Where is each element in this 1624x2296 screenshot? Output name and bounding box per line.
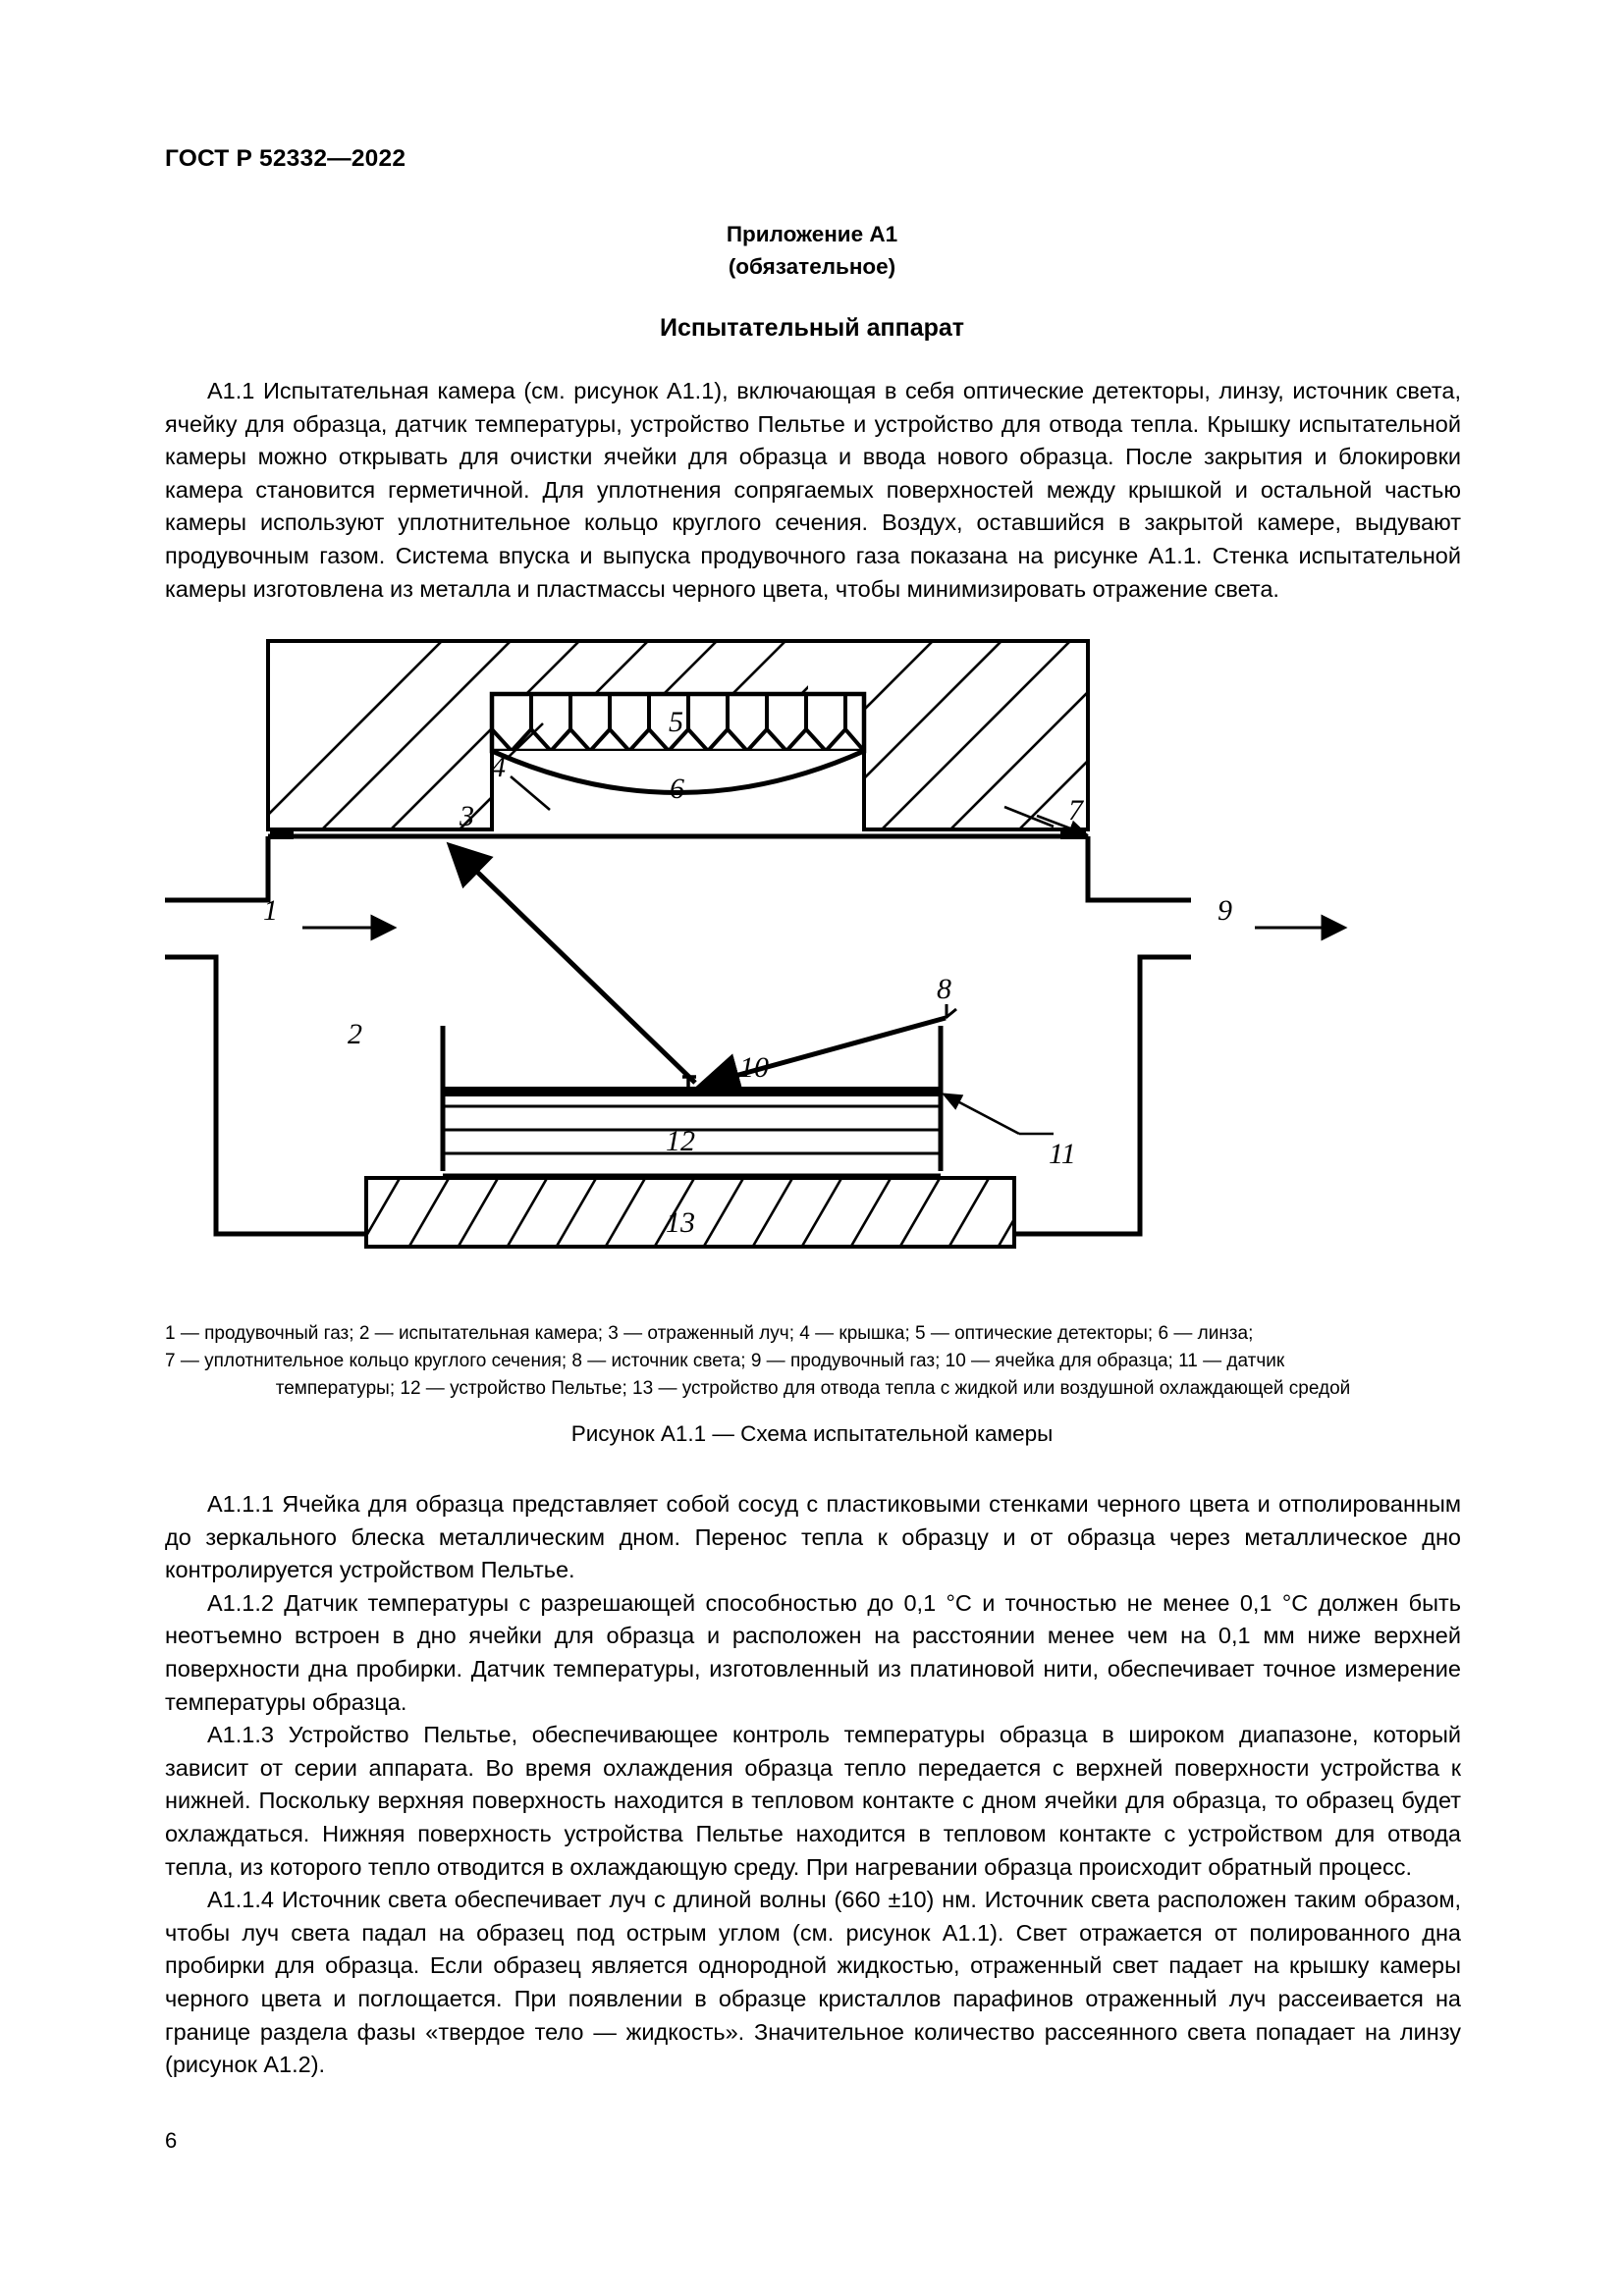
lens	[490, 748, 866, 795]
paragraph-a1-1-4: А1.1.4 Источник света обеспечивает луч с…	[165, 1884, 1461, 2082]
callout-7-arrow	[1036, 814, 1090, 836]
section-title: Испытательный аппарат	[659, 314, 965, 342]
callout-4-leader-b	[510, 775, 551, 811]
callout-label-5: 5	[669, 706, 683, 738]
callout-label-10: 10	[739, 1051, 769, 1084]
heat-sink-hatching	[366, 1178, 1014, 1247]
callout-8-leader	[945, 1004, 957, 1020]
body-text-top: А1.1 Испытательная камера (см. рисунок А…	[165, 375, 1461, 606]
page-number: 6	[165, 2128, 178, 2153]
peltier-device	[443, 1128, 941, 1177]
callout-11-leader	[941, 1093, 1020, 1136]
figure-legend-line-2: 7 — уплотнительное кольцо круглого сечен…	[165, 1351, 1285, 1371]
callout-4-leader	[508, 722, 544, 758]
paragraph-a1-1: А1.1 Испытательная камера (см. рисунок А…	[165, 375, 1461, 606]
paragraph-text: А1.1 Испытательная камера (см. рисунок А…	[165, 378, 1461, 602]
callout-label-6: 6	[670, 773, 684, 805]
figure-legend: 1 — продувочный газ; 2 — испытательная к…	[165, 1320, 1461, 1403]
annex-title-line1: Приложение А1	[726, 222, 898, 246]
callout-label-11: 11	[1049, 1138, 1076, 1170]
figure-legend-line-3: температуры; 12 — устройство Пельтье; 13…	[275, 1378, 1351, 1399]
reflected-light-beam	[446, 841, 697, 1085]
callout-label-1: 1	[263, 894, 278, 927]
callout-label-12: 12	[666, 1125, 695, 1157]
incident-light-beam	[695, 1015, 947, 1096]
callout-label-3: 3	[459, 800, 474, 832]
paragraph-text: А1.1.2 Датчик температуры с разрешающей …	[165, 1589, 1461, 1715]
annex-title-block: Приложение А1 (обязательное)	[0, 218, 1624, 283]
callout-label-13: 13	[666, 1206, 695, 1239]
paragraph-text: А1.1.3 Устройство Пельтье, обеспечивающе…	[165, 1722, 1461, 1880]
annex-title-line2: (обязательное)	[728, 254, 896, 279]
callout-label-7: 7	[1068, 794, 1085, 827]
figure-caption: Рисунок А1.1 — Схема испытательной камер…	[570, 1421, 1054, 1446]
figure-legend-line-1: 1 — продувочный газ; 2 — испытательная к…	[165, 1323, 1254, 1344]
test-chamber-schematic: 4 5 6 7 3 8 1 9 2 10 11 12 13	[165, 639, 1348, 1249]
beam-spot-marker	[682, 1075, 696, 1087]
chamber-wall-lower-right	[1014, 954, 1191, 1237]
paragraph-text: А1.1.4 Источник света обеспечивает луч с…	[165, 1887, 1461, 2078]
chamber-wall-upper-right	[1085, 836, 1191, 903]
sample-cell-polished-bottom	[443, 1087, 941, 1096]
chamber-wall-upper-left	[165, 836, 271, 903]
paragraph-a1-1-3: А1.1.3 Устройство Пельтье, обеспечивающе…	[165, 1719, 1461, 1884]
callout-label-8: 8	[937, 973, 951, 1005]
callout-7-leader	[1003, 805, 1055, 828]
running-header: ГОСТ Р 52332—2022	[165, 145, 406, 172]
paragraph-text: А1.1.1 Ячейка для образца представляет с…	[165, 1491, 1461, 1583]
callout-label-9: 9	[1218, 894, 1232, 927]
detector-cells	[490, 694, 866, 754]
body-text-bottom: А1.1.1 Ячейка для образца представляет с…	[165, 1488, 1461, 2082]
callout-label-2: 2	[348, 1018, 362, 1050]
callout-label-4: 4	[491, 751, 506, 783]
figure-a1-1: 4 5 6 7 3 8 1 9 2 10 11 12 13	[165, 633, 1461, 1301]
paragraph-a1-1-2: А1.1.2 Датчик температуры с разрешающей …	[165, 1587, 1461, 1719]
paragraph-a1-1-1: А1.1.1 Ячейка для образца представляет с…	[165, 1488, 1461, 1587]
chamber-wall-lower-left	[165, 954, 366, 1237]
